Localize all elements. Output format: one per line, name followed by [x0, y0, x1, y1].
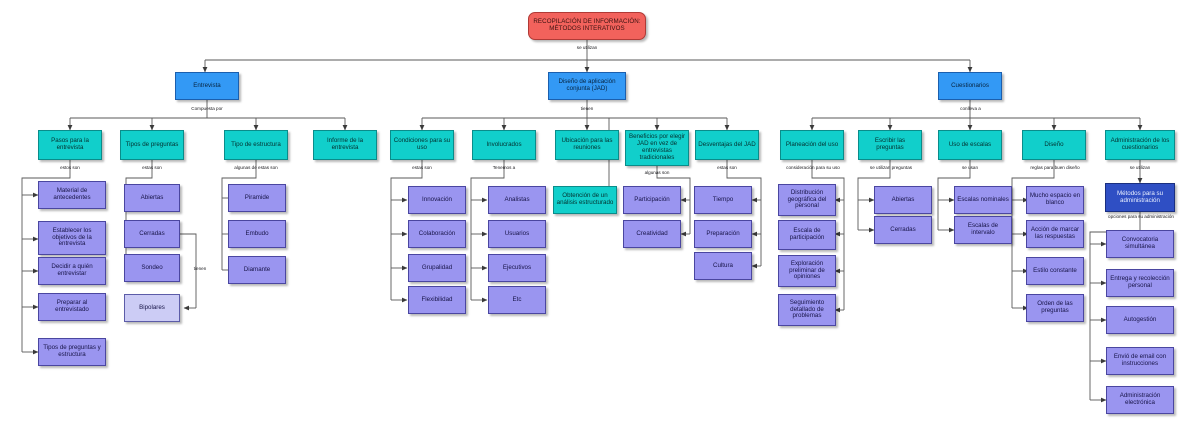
- edge-label-involucrados: Tenemos a: [492, 165, 516, 170]
- node-escribir-preguntas[interactable]: Escribir las preguntas: [858, 130, 922, 160]
- leaf-tipos-preguntas-estructura[interactable]: Tipos de preguntas y estructura: [38, 338, 106, 366]
- edge-label-entrevista: Compuesta por: [191, 106, 223, 111]
- leaf-decidir-entrevistar[interactable]: Decidir a quién entrevistar: [38, 257, 106, 285]
- leaf-orden-preguntas[interactable]: Orden de las preguntas: [1026, 294, 1084, 322]
- node-tipos-preguntas[interactable]: Tipos de preguntas: [120, 130, 184, 160]
- node-root[interactable]: RECOPILACIÓN DE INFORMACIÓN: MÉTODOS INT…: [528, 12, 646, 40]
- node-diseno[interactable]: Diseño: [1022, 130, 1086, 160]
- node-involucrados[interactable]: Involucrados: [472, 130, 536, 160]
- node-tipo-estructura[interactable]: Tipo de estructura: [224, 130, 288, 160]
- leaf-piramide[interactable]: Piramide: [228, 184, 286, 212]
- leaf-autogestion[interactable]: Autogestión: [1106, 306, 1174, 334]
- node-condiciones-uso[interactable]: Condiciones para su uso: [390, 130, 454, 160]
- leaf-convocatoria-simultanea[interactable]: Convocatoria simultánea: [1106, 230, 1174, 258]
- edge-label-condiciones: estas son: [412, 165, 432, 170]
- leaf-exploracion-preliminar[interactable]: Exploración preliminar de opiniones: [778, 255, 836, 287]
- leaf-mucho-espacio-blanco[interactable]: Mucho espacio en blanco: [1026, 186, 1084, 214]
- leaf-material-antecedentes[interactable]: Material de antecedentes: [38, 181, 106, 209]
- node-ubicacion-reuniones[interactable]: Ubicación para las reuniones: [555, 130, 619, 160]
- leaf-accion-marcar-respuestas[interactable]: Acción de marcar las respuestas: [1026, 220, 1084, 248]
- node-uso-escalas[interactable]: Uso de escalas: [938, 130, 1002, 160]
- leaf-preparar-entrevistado[interactable]: Preparar al entrevistado: [38, 293, 106, 321]
- leaf-preparacion[interactable]: Preparación: [694, 220, 752, 248]
- leaf-creatividad[interactable]: Creatividad: [623, 220, 681, 248]
- leaf-embudo[interactable]: Embudo: [228, 220, 286, 248]
- leaf-cultura[interactable]: Cultura: [694, 252, 752, 280]
- leaf-innovacion[interactable]: Innovación: [408, 186, 466, 214]
- leaf-bipolares[interactable]: Bipolares: [124, 294, 180, 322]
- leaf-establecer-objetivos[interactable]: Establecer los objetivos de la entrevist…: [38, 221, 106, 255]
- leaf-administracion-electronica[interactable]: Administración electrónica: [1106, 386, 1174, 414]
- node-metodos-administracion[interactable]: Métodos para su administración: [1105, 183, 1175, 212]
- node-entrevista[interactable]: Entrevista: [175, 72, 239, 100]
- node-informe-entrevista[interactable]: Informe de la entrevista: [313, 130, 377, 160]
- leaf-estilo-constante[interactable]: Estilo constante: [1026, 257, 1084, 285]
- edge-label-jad: tienen: [580, 106, 594, 111]
- leaf-entrega-recoleccion[interactable]: Entrega y recolección personal: [1106, 269, 1174, 297]
- leaf-escalas-nominales[interactable]: Escalas nominales: [954, 186, 1012, 214]
- node-beneficios-jad[interactable]: Beneficios por elegir JAD en vez de entr…: [625, 130, 689, 166]
- edge-label-pasos: estos son: [60, 165, 80, 170]
- leaf-escala-participacion[interactable]: Escala de participación: [778, 220, 836, 250]
- node-analisis-estructurado[interactable]: Obtención de un análisis estructurado: [553, 186, 617, 214]
- leaf-cerradas-entrevista[interactable]: Cerradas: [124, 220, 180, 248]
- edge-label-planeacion: consideración para su uso: [786, 165, 840, 170]
- node-desventajas-jad[interactable]: Desventajas del JAD: [695, 130, 759, 160]
- node-planeacion-uso[interactable]: Planeación del uso: [780, 130, 844, 160]
- node-pasos-entrevista[interactable]: Pasos para la entrevista: [38, 130, 102, 160]
- leaf-escalas-intervalo[interactable]: Escalas de intervalo: [954, 216, 1012, 244]
- edge-label-administracion: se utilizan: [1129, 165, 1151, 170]
- edge-label-tipos-preguntas: estas son: [142, 165, 162, 170]
- edge-label-tipo-estructura: algunas de estas son: [234, 165, 278, 170]
- edge-label-cerradas-bipolares: tienen: [193, 266, 207, 271]
- leaf-colaboracion[interactable]: Colaboración: [408, 220, 466, 248]
- leaf-diamante[interactable]: Diamante: [228, 256, 286, 284]
- leaf-etc[interactable]: Etc: [488, 286, 546, 314]
- leaf-seguimiento-problemas[interactable]: Seguimiento detallado de problemas: [778, 294, 836, 326]
- edge-label-diseno: reglas para buen diseño: [1030, 165, 1080, 170]
- leaf-usuarios[interactable]: Usuarios: [488, 220, 546, 248]
- edge-label-beneficios: algunas son: [644, 170, 670, 175]
- leaf-distribucion-geografica[interactable]: Distribución geográfica del personal: [778, 184, 836, 216]
- edge-label-escalas: se usan: [961, 165, 979, 170]
- node-jad[interactable]: Diseño de aplicación conjunta (JAD): [548, 72, 626, 100]
- leaf-sondeo[interactable]: Sondeo: [124, 254, 180, 282]
- leaf-abiertas-cuestionario[interactable]: Abiertas: [874, 186, 932, 214]
- node-cuestionarios[interactable]: Cuestionarios: [938, 72, 1002, 100]
- leaf-ejecutivos[interactable]: Ejecutivos: [488, 254, 546, 282]
- node-administracion-cuestionarios[interactable]: Administración de los cuestionarios: [1105, 130, 1175, 160]
- leaf-flexibilidad[interactable]: Flexibilidad: [408, 286, 466, 314]
- edge-label-root: se utilizan: [576, 45, 598, 50]
- edge-label-escribir: se utilizan preguntas: [869, 165, 913, 170]
- leaf-tiempo[interactable]: Tiempo: [694, 186, 752, 214]
- leaf-participacion[interactable]: Participación: [623, 186, 681, 214]
- leaf-envio-email[interactable]: Envió de email con instrucciones: [1106, 347, 1174, 375]
- edge-label-cuestionarios: conlleva a: [960, 106, 981, 111]
- leaf-cerradas-cuestionario[interactable]: Cerradas: [874, 216, 932, 244]
- leaf-analistas[interactable]: Analistas: [488, 186, 546, 214]
- leaf-abiertas-entrevista[interactable]: Abiertas: [124, 184, 180, 212]
- leaf-grupalidad[interactable]: Grupalidad: [408, 254, 466, 282]
- edge-label-metodos-admin: opciones para su administración: [1108, 214, 1174, 219]
- edge-label-desventajas: estas son: [717, 165, 737, 170]
